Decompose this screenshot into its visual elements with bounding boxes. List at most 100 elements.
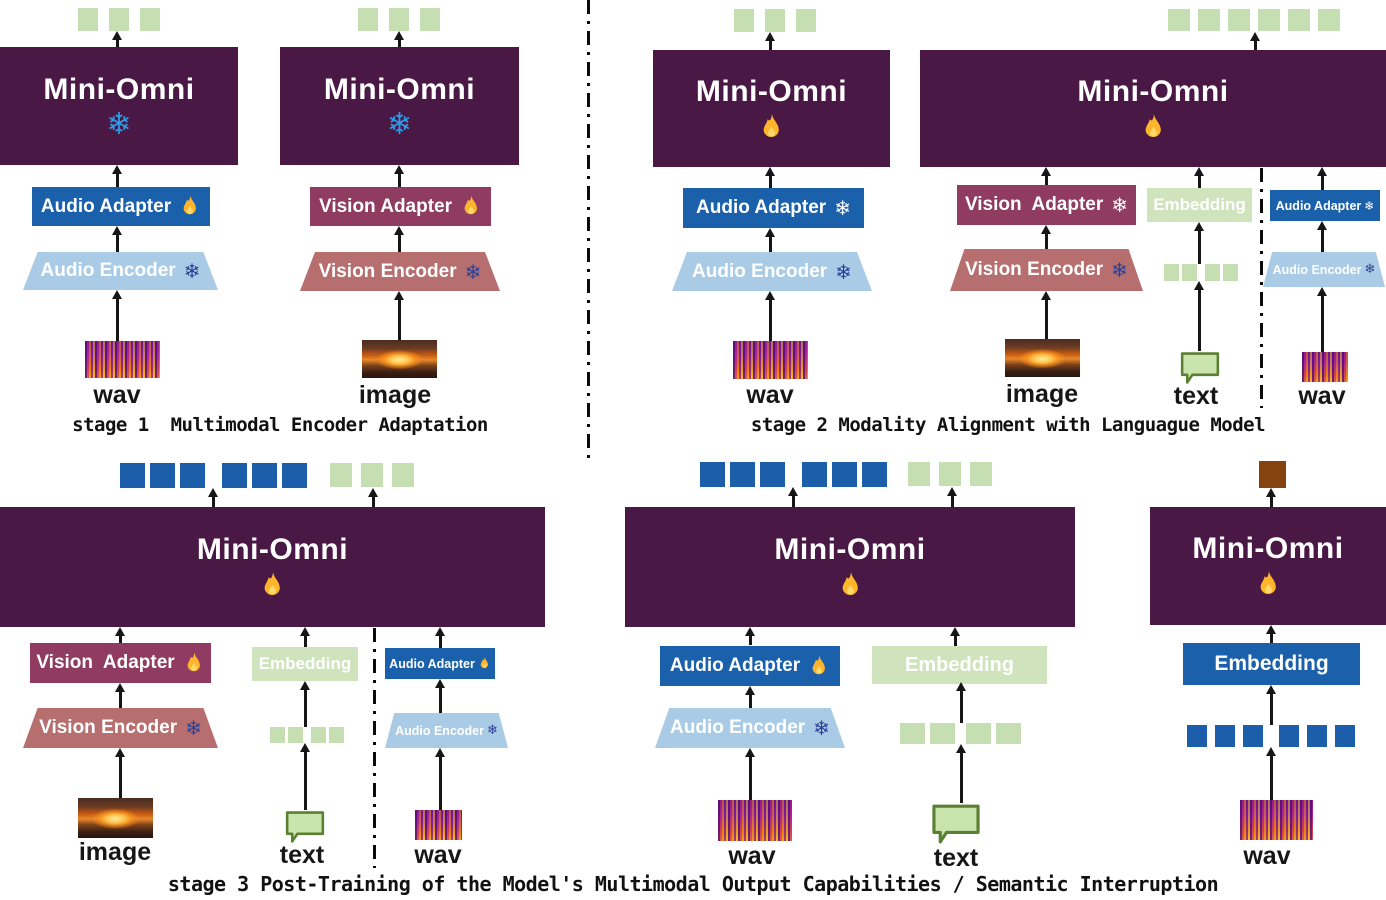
arrow-up bbox=[394, 291, 404, 340]
snowflake-icon: ❄ bbox=[834, 196, 851, 220]
caption-stage-3: stage 3 Post-Training of the Model's Mul… bbox=[167, 872, 1219, 896]
arrow-up bbox=[745, 748, 755, 800]
text-token bbox=[329, 727, 344, 743]
stage1-vision-adapter-box: Vision Adapter bbox=[310, 187, 491, 226]
embedding-label: Embedding bbox=[1153, 195, 1246, 214]
arrow-up bbox=[112, 290, 122, 341]
arrow-up bbox=[1266, 747, 1276, 800]
input-label-image: image bbox=[358, 381, 432, 409]
arrow-up bbox=[368, 488, 378, 507]
arrow-up bbox=[115, 683, 125, 708]
output-token bbox=[180, 463, 205, 488]
arrow-up bbox=[300, 681, 310, 727]
flame-icon bbox=[187, 652, 200, 671]
wav-spectrogram bbox=[733, 341, 808, 379]
speech-bubble-icon bbox=[932, 804, 980, 844]
flame-icon bbox=[464, 195, 477, 215]
encoder-label: Audio Encoder bbox=[692, 260, 828, 282]
stage3-left-audio-adapter-box: Audio Adapter bbox=[385, 648, 495, 679]
arrow-up bbox=[956, 744, 966, 803]
snowflake-icon: ❄ bbox=[1111, 193, 1129, 217]
flame-icon bbox=[264, 572, 280, 596]
output-token bbox=[150, 463, 175, 488]
arrow-up bbox=[765, 228, 775, 252]
output-token bbox=[1198, 9, 1220, 31]
arrow-up bbox=[956, 682, 966, 723]
stage3-left-vision-encoder-trapezoid: Vision Encoder ❄ bbox=[23, 708, 218, 748]
snowflake-icon: ❄ bbox=[106, 106, 132, 142]
output-token bbox=[1288, 9, 1310, 31]
arrow-up bbox=[1317, 287, 1327, 352]
arrow-up bbox=[112, 31, 122, 47]
arrow-up bbox=[1041, 225, 1051, 249]
output-token bbox=[760, 462, 785, 487]
input-label-text: text bbox=[933, 844, 979, 872]
arrow-up bbox=[1266, 488, 1276, 507]
output-token bbox=[862, 462, 887, 487]
speech-bubble-icon bbox=[1180, 352, 1220, 384]
output-token bbox=[252, 463, 277, 488]
arrow-up bbox=[208, 488, 218, 507]
text-token bbox=[311, 727, 326, 743]
text-token bbox=[1182, 264, 1197, 281]
stage2-vision-adapter-box: Vision Adapter ❄ bbox=[957, 185, 1136, 225]
audio-token bbox=[1187, 725, 1207, 747]
input-label-text: text bbox=[1173, 382, 1219, 410]
output-token bbox=[358, 8, 378, 31]
stage3-left-embedding-box: Embedding bbox=[252, 647, 358, 681]
arrow-up bbox=[947, 487, 957, 507]
stage2-audio2-adapter-box: Audio Adapter ❄ bbox=[1270, 190, 1380, 221]
input-label-text: text bbox=[279, 841, 325, 869]
flame-icon bbox=[183, 195, 197, 215]
output-token bbox=[392, 463, 414, 487]
arrow-up bbox=[1250, 32, 1260, 50]
arrow-up bbox=[112, 226, 122, 252]
model-name: Mini-Omni bbox=[1192, 532, 1344, 565]
output-token bbox=[1168, 9, 1190, 31]
arrow-up bbox=[112, 165, 122, 187]
stage3-left-audio-encoder-trapezoid: Audio Encoder ❄ bbox=[385, 713, 508, 748]
stage2-audio-adapter-box: Audio Adapter ❄ bbox=[683, 188, 864, 228]
output-token bbox=[796, 9, 816, 32]
audio-token bbox=[1279, 725, 1299, 747]
output-token bbox=[120, 463, 145, 488]
stage3-right-embedding-box: Embedding bbox=[1183, 643, 1360, 685]
embedding-label: Embedding bbox=[1214, 652, 1329, 675]
arrow-up bbox=[788, 487, 798, 507]
arrow-up bbox=[435, 627, 445, 648]
snowflake-icon: ❄ bbox=[1364, 262, 1376, 277]
flame-icon bbox=[1260, 571, 1276, 595]
snowflake-icon: ❄ bbox=[487, 723, 498, 738]
arrow-up bbox=[394, 226, 404, 252]
adapter-label: Audio Adapter bbox=[1275, 198, 1362, 213]
arrow-up bbox=[115, 627, 125, 643]
model-name: Mini-Omni bbox=[1077, 74, 1229, 108]
stage1-stage2-divider bbox=[587, 0, 590, 462]
flame-icon bbox=[842, 572, 858, 596]
text-token bbox=[1205, 264, 1220, 281]
output-token bbox=[420, 8, 440, 31]
output-token bbox=[330, 463, 352, 487]
output-token bbox=[389, 8, 409, 31]
encoder-label: Vision Encoder bbox=[965, 259, 1104, 280]
stage3-right-model-box: Mini-Omni bbox=[1150, 507, 1386, 625]
stage2-vision-encoder-trapezoid: Vision Encoder ❄ bbox=[950, 249, 1143, 291]
adapter-label: Audio Adapter bbox=[696, 197, 827, 218]
stage2-text-embedding-box: Embedding bbox=[1147, 188, 1252, 222]
wav-spectrogram bbox=[85, 341, 160, 378]
caption-stage-1: stage 1 Multimodal Encoder Adaptation bbox=[72, 414, 488, 436]
arrow-up bbox=[745, 627, 755, 645]
audio-token bbox=[1335, 725, 1355, 747]
wav-spectrogram bbox=[718, 800, 792, 841]
input-label-wav: wav bbox=[746, 381, 794, 409]
output-token bbox=[832, 462, 857, 487]
snowflake-icon: ❄ bbox=[835, 259, 852, 284]
stage3-middle-audio-adapter-box: Audio Adapter bbox=[660, 646, 840, 686]
arrow-up bbox=[394, 31, 404, 47]
arrow-up bbox=[745, 686, 755, 708]
arrow-up bbox=[394, 165, 404, 187]
arrow-up bbox=[765, 167, 775, 188]
snowflake-icon: ❄ bbox=[813, 716, 830, 740]
output-token bbox=[700, 462, 725, 487]
